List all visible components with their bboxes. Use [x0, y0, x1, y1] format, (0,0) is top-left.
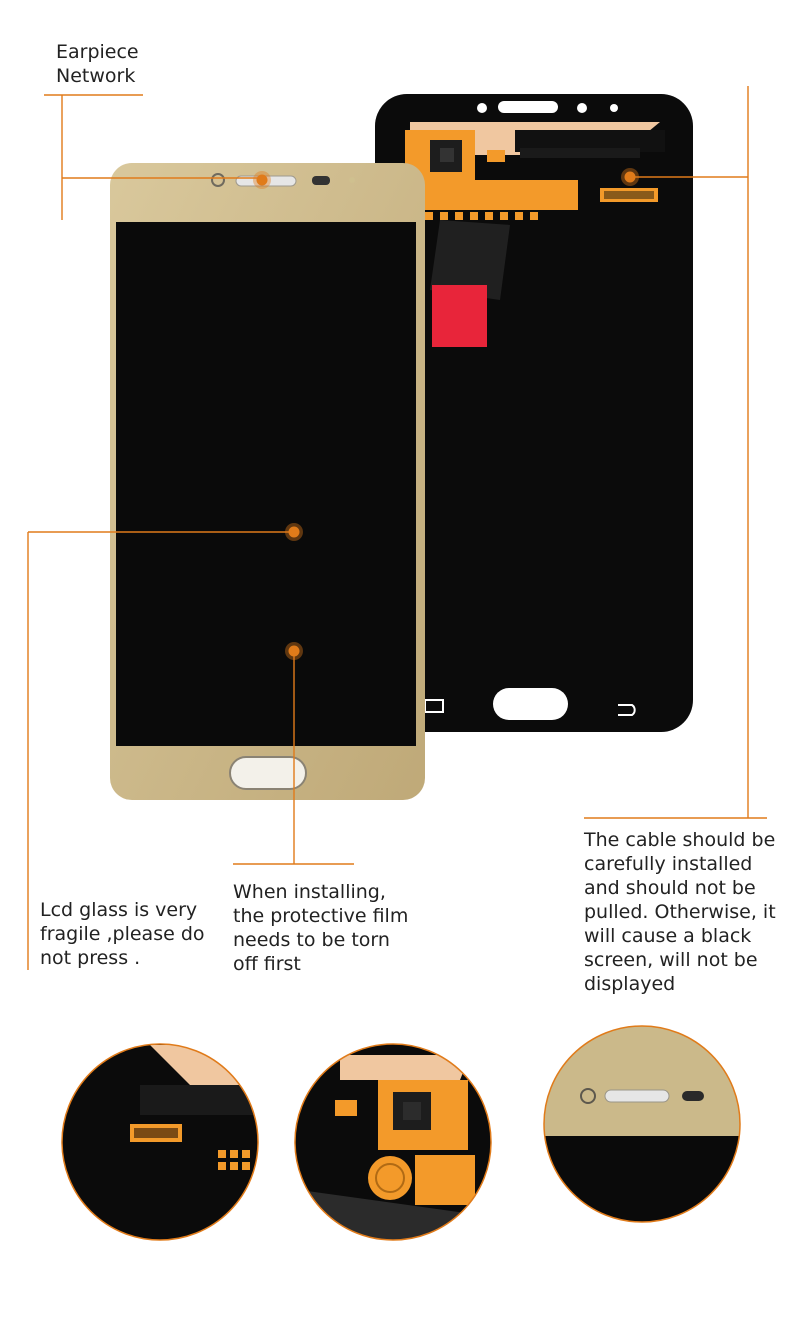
callout-dots	[253, 168, 639, 660]
display-screen	[116, 222, 416, 746]
callout-lines	[27, 86, 767, 970]
home-button	[229, 756, 307, 790]
cable-warning-label: The cable should be carefully installed …	[584, 829, 776, 995]
zoom-circle-connector	[61, 1043, 259, 1241]
zoom-circle-board	[294, 1043, 492, 1241]
lcd-front-panel	[110, 163, 425, 800]
protective-film-label: When installing, the protective film nee…	[233, 881, 409, 975]
earpiece-network-label: Earpiece Network	[56, 41, 139, 87]
red-tab	[432, 285, 487, 347]
zoom-circle-earpiece	[543, 1025, 741, 1223]
lcd-glass-label: Lcd glass is very fragile ,please do not…	[40, 899, 205, 969]
lcd-back-panel	[375, 94, 693, 732]
